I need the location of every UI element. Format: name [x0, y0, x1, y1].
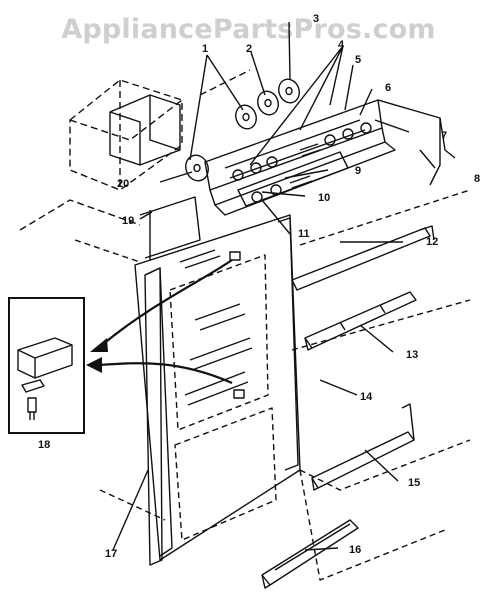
- callout-labels: 3 2 1 4 5 6 7 8 9 10 11 12 13 14 15 16 1…: [38, 13, 480, 560]
- trim-16: [261, 519, 359, 589]
- callout-6: 6: [385, 82, 391, 94]
- frame-details: [179, 249, 253, 406]
- callout-12: 12: [426, 236, 438, 248]
- oven-openings: [74, 189, 471, 581]
- callout-2: 2: [246, 43, 252, 55]
- callout-10: 10: [318, 192, 330, 204]
- callout-13: 13: [406, 349, 418, 361]
- arrow-heads: [86, 338, 108, 373]
- callout-15: 15: [408, 477, 420, 489]
- callout-20: 20: [117, 178, 129, 190]
- callout-11: 11: [298, 228, 310, 240]
- callout-18: 18: [38, 439, 50, 451]
- rail-13: [304, 291, 417, 351]
- callout-1: 1: [202, 43, 208, 55]
- callout-arrows: [99, 259, 233, 385]
- callout-8: 8: [474, 173, 480, 185]
- callout-9: 9: [355, 165, 361, 177]
- side-trim-17: [144, 267, 163, 566]
- front-frame: [134, 196, 301, 561]
- callout-17: 17: [105, 548, 117, 560]
- rail-15: [311, 403, 415, 491]
- callout-3: 3: [313, 13, 319, 25]
- callout-5: 5: [355, 54, 361, 66]
- vent-box: [109, 94, 181, 166]
- rail-12: [291, 225, 435, 291]
- control-panel: [204, 99, 386, 206]
- callout-14: 14: [360, 391, 373, 403]
- backguard-panel: [214, 99, 456, 216]
- callout-16: 16: [349, 544, 361, 556]
- leader-lines: [112, 21, 436, 551]
- callout-19: 19: [122, 215, 134, 227]
- inset-detail: [17, 337, 73, 420]
- callout-4: 4: [338, 39, 345, 51]
- callout-7: 7: [441, 130, 447, 142]
- site-watermark: AppliancePartsPros.com: [61, 14, 436, 45]
- inset-frame: [8, 297, 85, 434]
